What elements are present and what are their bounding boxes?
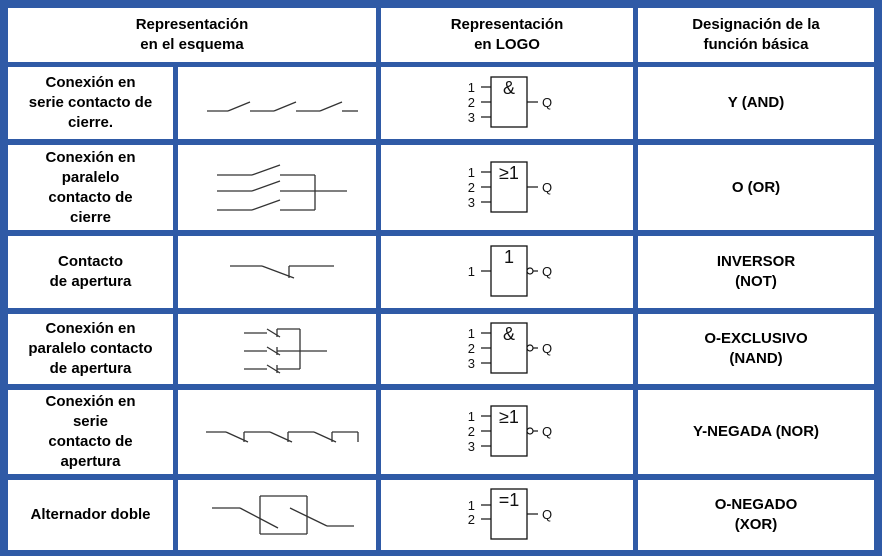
input-label: 3 bbox=[468, 195, 475, 210]
double-changeover-switch-icon bbox=[212, 495, 354, 535]
row-3-label: Contacto de apertura bbox=[8, 236, 173, 308]
parallel-normally-open-contacts-icon bbox=[217, 163, 347, 211]
output-label: Q bbox=[542, 341, 552, 356]
input-label: 2 bbox=[468, 180, 475, 195]
gate-symbol: ≥1 bbox=[499, 407, 519, 427]
row-6-function: O-NEGADO (XOR) bbox=[638, 480, 874, 550]
input-label: 2 bbox=[468, 424, 475, 439]
input-label: 3 bbox=[468, 110, 475, 125]
row-2-schematic bbox=[178, 145, 376, 230]
row-2-label: Conexión en paralelo contacto de cierre bbox=[8, 145, 173, 230]
xor-gate-icon: =1 12 Q bbox=[468, 488, 552, 540]
row-4-function: O-EXCLUSIVO (NAND) bbox=[638, 314, 874, 384]
negation-bubble bbox=[526, 427, 534, 435]
input-label: 1 bbox=[468, 165, 475, 180]
row-6-label: Alternador doble bbox=[8, 480, 173, 550]
row-4-label: Conexión en paralelo contacto de apertur… bbox=[8, 314, 173, 384]
negation-bubble bbox=[526, 344, 534, 352]
input-label: 1 bbox=[468, 326, 475, 341]
gate-symbol: =1 bbox=[499, 490, 520, 510]
gate-symbol: & bbox=[503, 78, 515, 98]
gate-box bbox=[490, 405, 528, 457]
row-1-label: Conexión en serie contacto de cierre. bbox=[8, 67, 173, 139]
and-gate-icon: & 123 Q bbox=[468, 76, 552, 128]
gate-symbol: & bbox=[503, 324, 515, 344]
row-5-function: Y-NEGADA (NOR) bbox=[638, 390, 874, 474]
output-label: Q bbox=[542, 95, 552, 110]
row-3-function: INVERSOR (NOT) bbox=[638, 236, 874, 308]
input-label: 1 bbox=[468, 498, 475, 513]
header-function: Designación de la función básica bbox=[638, 8, 874, 62]
input-label: 3 bbox=[468, 356, 475, 371]
gate-symbol: 1 bbox=[504, 247, 514, 267]
input-label: 3 bbox=[468, 439, 475, 454]
row-4-schematic bbox=[178, 314, 376, 384]
row-1-function: Y (AND) bbox=[638, 67, 874, 139]
output-label: Q bbox=[542, 507, 552, 522]
output-label: Q bbox=[542, 180, 552, 195]
series-normally-closed-contacts-icon bbox=[206, 431, 359, 443]
input-label: 1 bbox=[468, 264, 475, 279]
nand-gate-icon: & 123 Q bbox=[468, 322, 552, 374]
series-normally-open-contacts-icon bbox=[207, 101, 358, 112]
or-gate-icon: ≥1 123 Q bbox=[468, 160, 552, 213]
parallel-normally-closed-contacts-icon bbox=[244, 328, 327, 374]
row-3-schematic bbox=[178, 236, 376, 308]
input-label: 1 bbox=[468, 409, 475, 424]
negation-bubble bbox=[526, 267, 534, 275]
input-label: 2 bbox=[468, 341, 475, 356]
normally-closed-contact-icon bbox=[230, 265, 334, 279]
row-5-schematic bbox=[178, 390, 376, 474]
output-label: Q bbox=[542, 424, 552, 439]
row-1-schematic bbox=[178, 67, 376, 139]
header-logo: Representación en LOGO bbox=[381, 8, 633, 62]
gate-symbol: ≥1 bbox=[499, 163, 519, 183]
input-label: 2 bbox=[468, 95, 475, 110]
gate-box bbox=[490, 76, 528, 128]
row-5-label: Conexión en serie contacto de apertura bbox=[8, 390, 173, 474]
header-schematic: Representación en el esquema bbox=[8, 8, 376, 62]
output-label: Q bbox=[542, 264, 552, 279]
row-6-schematic bbox=[178, 480, 376, 550]
input-label: 1 bbox=[468, 80, 475, 95]
nor-gate-icon: ≥1 123 Q bbox=[468, 405, 552, 457]
row-2-function: O (OR) bbox=[638, 145, 874, 230]
input-label: 2 bbox=[468, 512, 475, 527]
